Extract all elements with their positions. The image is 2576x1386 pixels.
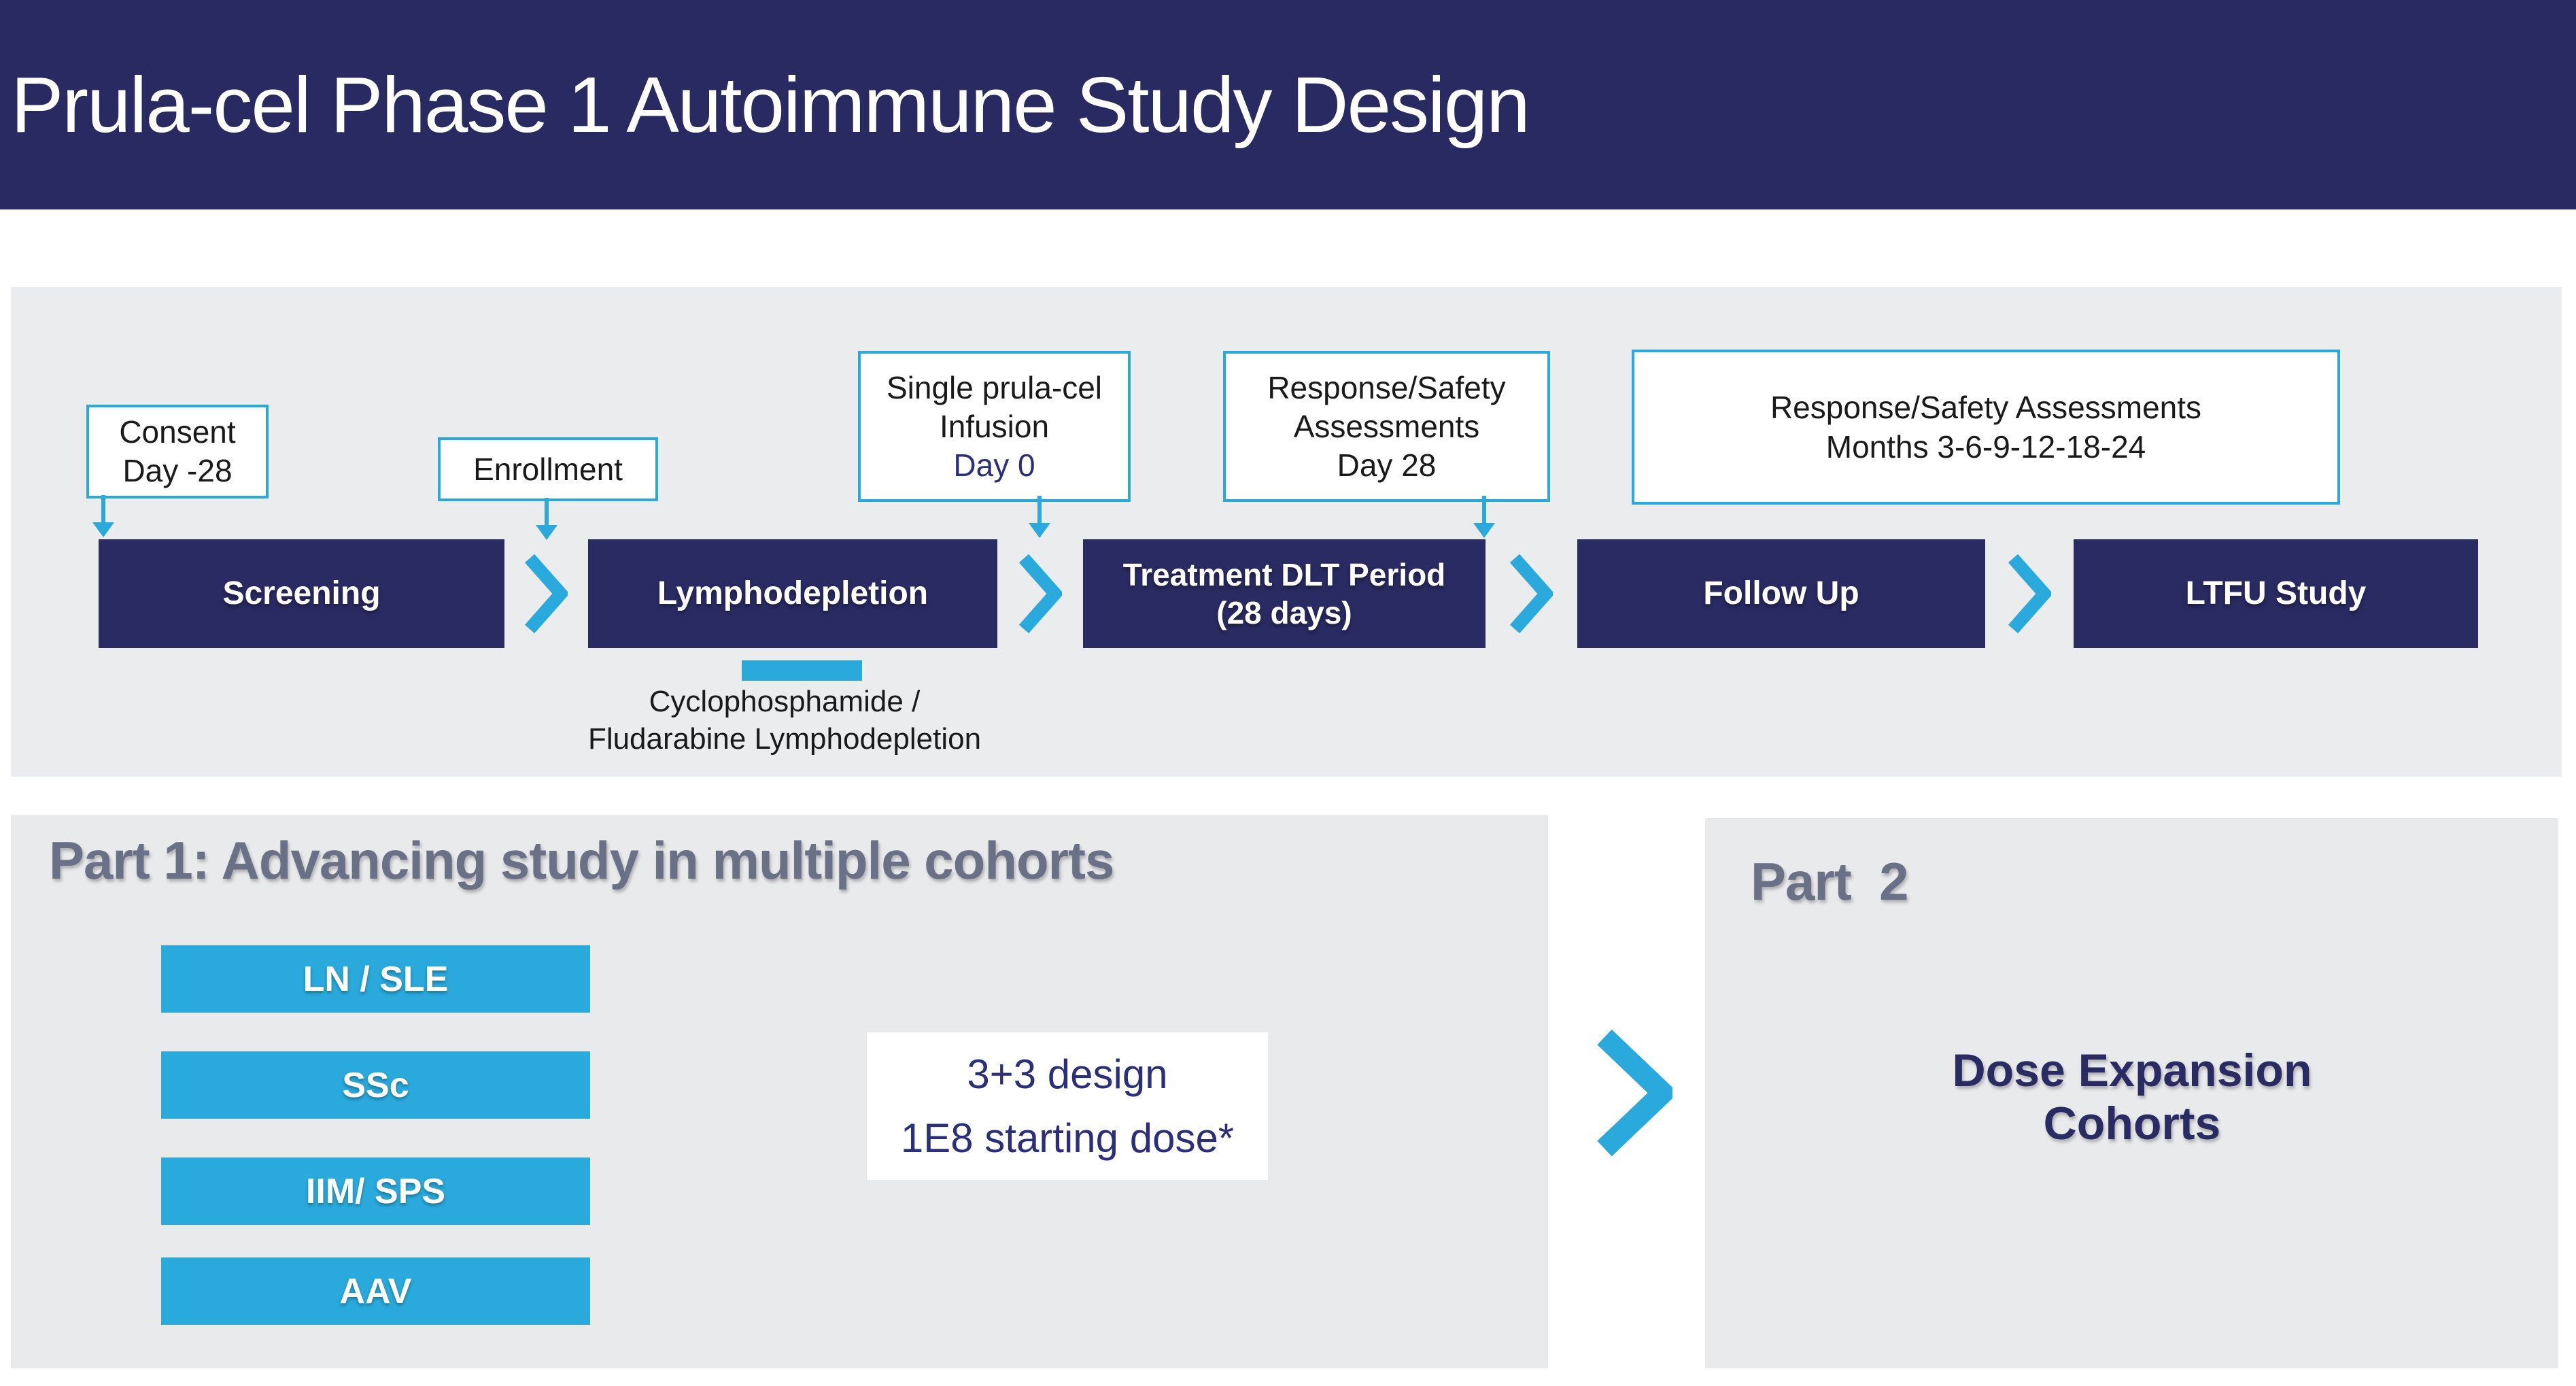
cohort-ssc-label: SSc	[342, 1065, 409, 1105]
callout-consent: Consent Day -28	[86, 405, 269, 498]
dose-expansion-line1: Dose Expansion	[1952, 1045, 2312, 1096]
part2-panel: Part 2 Dose Expansion Cohorts	[1705, 818, 2558, 1368]
callout-consent-line2: Day -28	[122, 453, 233, 488]
callout-enrollment: Enrollment	[438, 437, 658, 501]
callout-day28: Response/Safety Assessments Day 28	[1223, 351, 1550, 502]
dose-expansion-line2: Cohorts	[2043, 1098, 2221, 1149]
page-title: Prula-cel Phase 1 Autoimmune Study Desig…	[11, 61, 1530, 149]
callout-infusion-line2: Infusion	[939, 408, 1050, 444]
callout-day28-line2: Assessments	[1293, 408, 1480, 444]
callout-day28-line3: Day 28	[1337, 447, 1437, 483]
chevron-right-icon	[1509, 553, 1553, 635]
cohort-aav-label: AAV	[339, 1271, 412, 1311]
chevron-right-icon	[1018, 553, 1062, 635]
callout-day28-line1: Response/Safety	[1267, 369, 1506, 405]
design-box: 3+3 design 1E8 starting dose*	[867, 1032, 1268, 1180]
down-arrow-icon	[536, 498, 557, 540]
stage-follow-up: Follow Up	[1577, 539, 1985, 648]
stage-screening-label: Screening	[222, 575, 381, 611]
stage-follow-up-label: Follow Up	[1703, 575, 1859, 611]
stage-treatment-dlt: Treatment DLT Period (28 days)	[1083, 539, 1486, 648]
cohort-ssc: SSc	[161, 1051, 590, 1119]
lymphodepletion-note: Cyclophosphamide / Fludarabine Lymphodep…	[581, 683, 989, 758]
callout-infusion-line1: Single prula-cel	[886, 369, 1103, 405]
callout-months: Response/Safety Assessments Months 3-6-9…	[1632, 350, 2340, 505]
lymphodepletion-note-line1: Cyclophosphamide /	[649, 685, 921, 718]
stage-screening: Screening	[99, 539, 504, 648]
callout-infusion: Single prula-cel Infusion Day 0	[858, 351, 1131, 502]
cohort-ln-sle-label: LN / SLE	[303, 959, 449, 999]
cohort-iim-sps: IIM/ SPS	[161, 1157, 590, 1225]
lymphodepletion-note-line2: Fludarabine Lymphodepletion	[587, 722, 982, 756]
design-box-line1: 3+3 design	[967, 1051, 1168, 1097]
chevron-right-icon	[2008, 553, 2051, 635]
stage-lymphodepletion: Lymphodepletion	[588, 539, 997, 648]
down-arrow-icon	[1473, 496, 1495, 538]
part2-title: Part 2	[1751, 851, 1908, 911]
stage-treatment-dlt-line2: (28 days)	[1216, 595, 1352, 630]
stage-treatment-dlt-line1: Treatment DLT Period	[1122, 557, 1446, 592]
cohort-ln-sle: LN / SLE	[161, 945, 590, 1013]
callout-infusion-day0: Day 0	[953, 447, 1035, 483]
design-box-line2: 1E8 starting dose*	[900, 1115, 1235, 1161]
lymphodepletion-highlight-bar	[742, 660, 862, 681]
dose-expansion-label: Dose Expansion Cohorts	[1792, 1044, 2472, 1150]
stage-ltfu-study: LTFU Study	[2074, 539, 2478, 648]
down-arrow-icon	[92, 495, 114, 537]
part1-panel: Part 1: Advancing study in multiple coho…	[11, 815, 1548, 1368]
cohort-aav: AAV	[161, 1257, 590, 1325]
part1-title: Part 1: Advancing study in multiple coho…	[49, 830, 1114, 890]
stage-lymphodepletion-label: Lymphodepletion	[657, 575, 929, 611]
chevron-right-icon-large	[1596, 1029, 1672, 1157]
stage-ltfu-study-label: LTFU Study	[2185, 575, 2367, 611]
header-bar: Prula-cel Phase 1 Autoimmune Study Desig…	[0, 0, 2576, 209]
timeline-panel: Consent Day -28 Enrollment Single prula-…	[11, 287, 2562, 777]
cohort-iim-sps-label: IIM/ SPS	[305, 1171, 446, 1211]
down-arrow-icon	[1029, 496, 1050, 538]
callout-months-line1: Response/Safety Assessments	[1770, 390, 2202, 425]
callout-consent-line1: Consent	[119, 414, 236, 450]
callout-enrollment-line1: Enrollment	[473, 451, 623, 487]
callout-months-line2: Months 3-6-9-12-18-24	[1825, 429, 2146, 464]
chevron-right-icon	[524, 553, 568, 635]
